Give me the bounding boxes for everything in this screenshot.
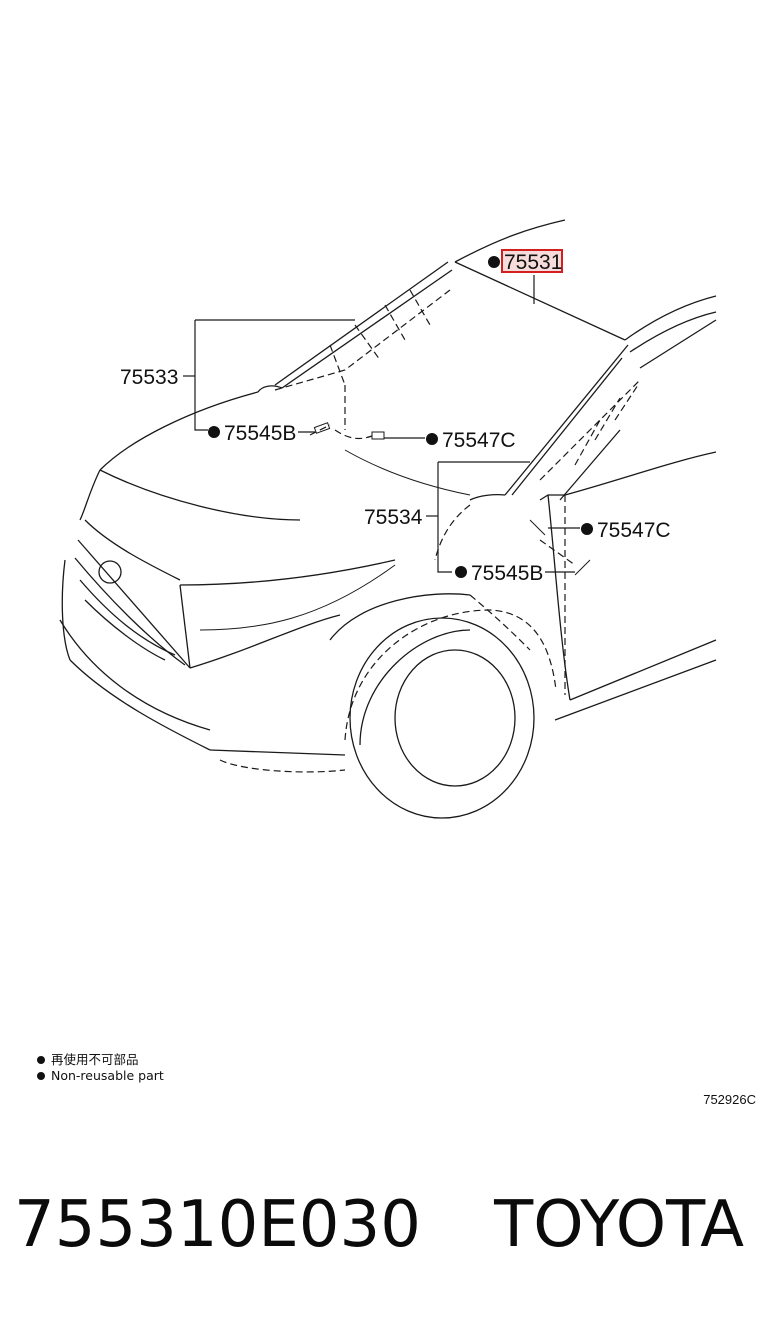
- callout-label-75531: 75531: [504, 251, 562, 274]
- legend-label-jp: 再使用不可部品: [51, 1052, 139, 1067]
- callout-75534[interactable]: 75534: [364, 506, 423, 529]
- non-reusable-dot-icon: [488, 256, 500, 268]
- callout-75545b-right[interactable]: 75545B: [455, 562, 543, 585]
- non-reusable-dot-icon: [426, 433, 438, 445]
- callout-75531[interactable]: 75531: [488, 249, 563, 274]
- filled-dot-icon: [37, 1072, 45, 1080]
- callout-leaders: [183, 275, 580, 573]
- filled-dot-icon: [37, 1056, 45, 1064]
- callout-label-75534: 75534: [364, 506, 423, 529]
- non-reusable-dot-icon: [581, 523, 593, 535]
- non-reusable-dot-icon: [455, 566, 467, 578]
- callout-75533[interactable]: 75533: [120, 366, 178, 389]
- callout-75547c-left[interactable]: 75547C: [426, 429, 516, 452]
- illustration-code: 752926C: [703, 1092, 756, 1107]
- legend-item-en: Non-reusable part: [37, 1068, 164, 1084]
- callout-75547c-right[interactable]: 75547C: [581, 519, 671, 542]
- footer: 755310E030 TOYOTA: [0, 1188, 760, 1278]
- legend: 再使用不可部品 Non-reusable part: [37, 1052, 164, 1084]
- vehicle-outline: [59, 219, 717, 819]
- brand-name: TOYOTA: [494, 1188, 744, 1262]
- callout-label-75547c-left: 75547C: [442, 429, 516, 452]
- callout-label-75547c-right: 75547C: [597, 519, 671, 542]
- callout-label-75545b-left: 75545B: [224, 422, 296, 445]
- callout-label-75533: 75533: [120, 366, 178, 389]
- callout-label-75545b-right: 75545B: [471, 562, 543, 585]
- legend-label-en: Non-reusable part: [51, 1068, 164, 1083]
- legend-item-jp: 再使用不可部品: [37, 1052, 164, 1068]
- highlight-box: [501, 249, 563, 273]
- part-number: 755310E030: [14, 1188, 421, 1262]
- callout-75545b-left[interactable]: 75545B: [208, 422, 296, 445]
- non-reusable-dot-icon: [208, 426, 220, 438]
